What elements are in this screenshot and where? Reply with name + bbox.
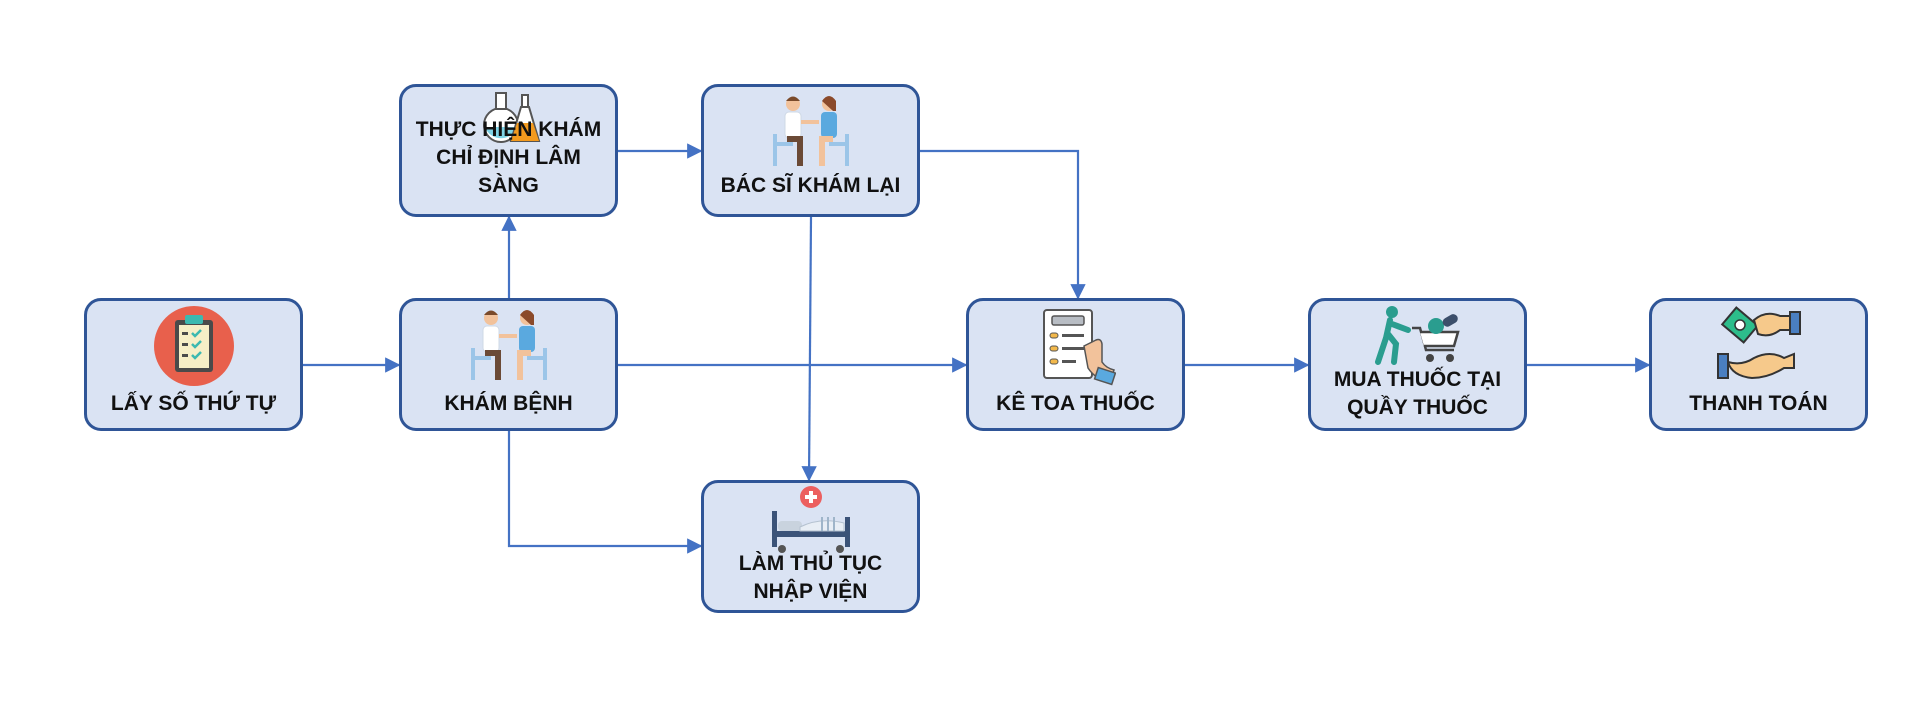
node-kham-benh: KHÁM BỆNH [399,298,618,431]
node-bac-si-kham-lai: BÁC SĨ KHÁM LẠI [701,84,920,217]
node-label: BÁC SĨ KHÁM LẠI [720,174,901,197]
clipboard-checklist-icon [87,306,300,386]
edge-kham-benh-to-nhap-vien [507,431,703,554]
payment-hands-icon [1652,306,1865,386]
hospital-bed-icon [704,483,917,555]
node-label: THỰC HIỆN KHÁM CHỈ ĐỊNH LÂM SÀNG [415,118,602,197]
shopping-cart-icon [1311,303,1524,367]
edge-bac-si-to-nhap-vien [801,216,817,482]
doctor-patient-icon [704,92,917,172]
node-label: KÊ TOA THUỐC [996,392,1155,415]
edge-bac-si-to-ke-toa [920,149,1086,300]
node-nhap-vien: LÀM THỦ TỤC NHẬP VIỆN [701,480,920,613]
node-label: MUA THUỐC TẠI QUẦY THUỐC [1333,368,1502,419]
node-label: LẤY SỐ THỨ TỰ [110,392,277,415]
node-label: KHÁM BỆNH [444,392,573,415]
prescription-icon [969,306,1182,386]
node-label: LÀM THỦ TỤC NHẬP VIỆN [738,552,883,603]
node-thanh-toan: THANH TOÁN [1649,298,1868,431]
node-lay-so-thu-tu: LẤY SỐ THỨ TỰ [84,298,303,431]
lab-flask-icon [402,89,615,145]
doctor-patient-icon [402,306,615,386]
node-thuc-hien-kham: THỰC HIỆN KHÁM CHỈ ĐỊNH LÂM SÀNG [399,84,618,217]
node-mua-thuoc: MUA THUỐC TẠI QUẦY THUỐC [1308,298,1527,431]
node-label: THANH TOÁN [1689,392,1828,415]
node-ke-toa-thuoc: KÊ TOA THUỐC [966,298,1185,431]
